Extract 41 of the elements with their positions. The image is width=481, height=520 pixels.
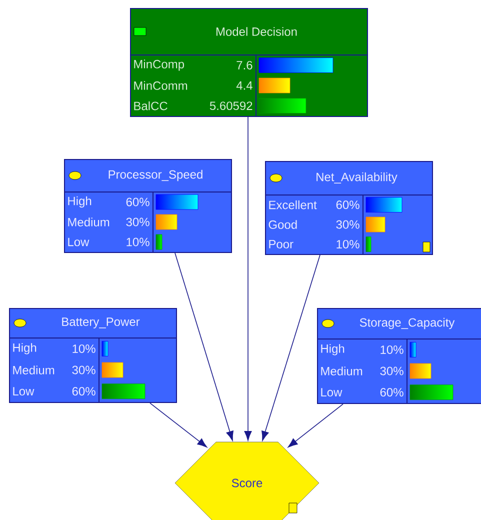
state-label: Low bbox=[68, 238, 90, 246]
state-label: MinComp bbox=[134, 60, 184, 71]
utility-hexagon: Score bbox=[174, 442, 320, 520]
state-value: 30% bbox=[336, 220, 360, 229]
state-label: Good bbox=[268, 220, 297, 229]
state-label: Low bbox=[13, 387, 34, 396]
arrow bbox=[174, 252, 234, 441]
state-value: 10% bbox=[126, 238, 150, 246]
arrow bbox=[244, 116, 252, 441]
state-value: 60% bbox=[126, 198, 150, 206]
node-title: Model Decision bbox=[216, 27, 297, 36]
arrow bbox=[262, 254, 320, 441]
state-label: High bbox=[13, 343, 36, 354]
node-title: Processor_Speed bbox=[108, 170, 202, 182]
state-label: Medium bbox=[321, 366, 362, 376]
state-label: Poor bbox=[269, 240, 294, 248]
state-value: 10% bbox=[336, 240, 360, 248]
arrow bbox=[288, 404, 344, 448]
state-label: Excellent bbox=[269, 200, 317, 210]
state-label: Low bbox=[321, 388, 342, 396]
state-value: 30% bbox=[72, 366, 96, 374]
state-label: High bbox=[68, 196, 92, 208]
state-value: 4.4 bbox=[236, 81, 252, 90]
arrow bbox=[150, 402, 208, 448]
state-label: High bbox=[321, 344, 344, 356]
state-value: 10% bbox=[72, 344, 96, 353]
state-label: Medium bbox=[13, 366, 54, 374]
node-title: Net_Availability bbox=[316, 172, 398, 184]
state-value: 7.6 bbox=[236, 60, 252, 70]
node-title: Battery_Power bbox=[62, 318, 140, 328]
node-title: Storage_Capacity bbox=[360, 318, 455, 330]
state-label: MinComm bbox=[134, 81, 188, 90]
state-value: 10% bbox=[380, 345, 404, 354]
state-label: BalCC bbox=[134, 101, 168, 110]
state-value: 60% bbox=[72, 387, 96, 396]
state-value: 60% bbox=[336, 200, 360, 210]
state-value: 60% bbox=[380, 388, 404, 397]
state-value: 30% bbox=[126, 218, 150, 226]
state-label: Medium bbox=[68, 218, 110, 226]
state-value: 5.60592 bbox=[210, 102, 252, 110]
state-value: 30% bbox=[380, 366, 404, 376]
